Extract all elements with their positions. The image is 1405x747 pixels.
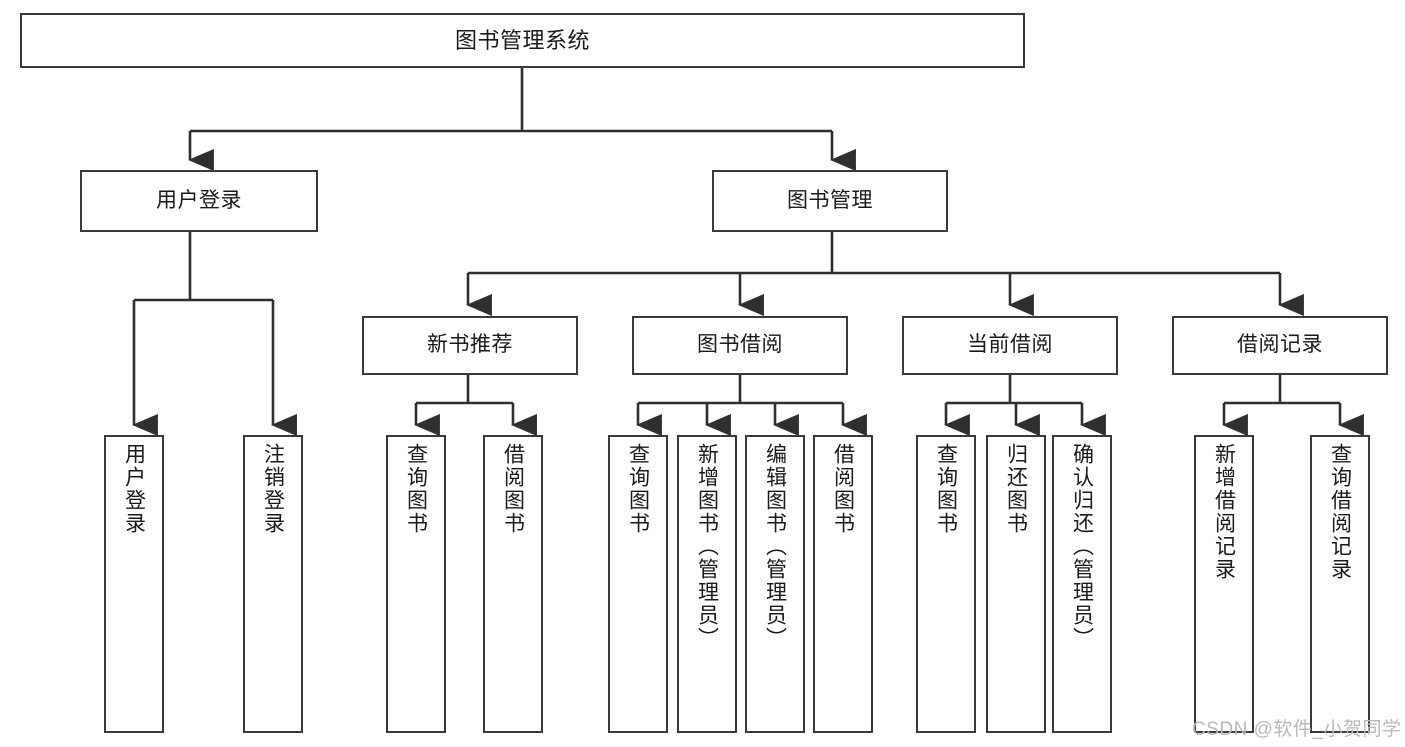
leaf-query-book-borrow[interactable]: 查询图书 (608, 435, 668, 733)
node-new-book-recommend[interactable]: 新书推荐 (362, 316, 578, 375)
node-label: 图书管理 (787, 188, 873, 212)
leaf-logout-login[interactable]: 注销登录 (243, 435, 303, 733)
leaf-return-book[interactable]: 归还图书 (986, 435, 1046, 733)
node-book-management[interactable]: 图书管理 (712, 170, 948, 232)
node-user-login[interactable]: 用户登录 (80, 170, 318, 232)
node-book-borrow[interactable]: 图书借阅 (632, 316, 848, 375)
leaf-borrow-book-recommend[interactable]: 借阅图书 (483, 435, 543, 733)
node-label: 借阅图书 (501, 443, 525, 535)
leaf-add-book-admin[interactable]: 新增图书（管理员） (677, 435, 737, 733)
leaf-query-book-current[interactable]: 查询图书 (916, 435, 976, 733)
node-label: 新增借阅记录 (1212, 443, 1236, 581)
leaf-confirm-return-admin[interactable]: 确认归还（管理员） (1052, 435, 1112, 733)
node-label: 借阅图书 (831, 443, 855, 535)
node-label: 查询图书 (626, 443, 650, 535)
watermark-text: CSDN @软件_小贺同学 (1192, 719, 1402, 740)
node-label: 确认归还（管理员） (1070, 443, 1094, 650)
node-root-system[interactable]: 图书管理系统 (20, 13, 1025, 68)
csdn-watermark: CSDN @软件_小贺同学 (1192, 714, 1401, 741)
node-label: 新增图书（管理员） (695, 443, 719, 650)
node-current-borrow[interactable]: 当前借阅 (902, 316, 1118, 375)
leaf-user-login[interactable]: 用户登录 (104, 435, 164, 733)
node-label: 编辑图书（管理员） (763, 443, 787, 650)
node-label: 查询图书 (934, 443, 958, 535)
node-label: 查询借阅记录 (1328, 443, 1352, 581)
leaf-add-borrow-record[interactable]: 新增借阅记录 (1194, 435, 1254, 733)
node-label: 借阅记录 (1237, 333, 1323, 357)
leaf-borrow-book[interactable]: 借阅图书 (813, 435, 873, 733)
node-label: 图书管理系统 (454, 27, 590, 53)
node-label: 图书借阅 (697, 333, 783, 357)
node-borrow-record[interactable]: 借阅记录 (1172, 316, 1388, 375)
node-label: 用户登录 (122, 443, 146, 535)
leaf-query-book-recommend[interactable]: 查询图书 (386, 435, 446, 733)
node-label: 当前借阅 (967, 333, 1053, 357)
node-label: 归还图书 (1004, 443, 1028, 535)
node-label: 查询图书 (404, 443, 428, 535)
node-label: 用户登录 (156, 188, 242, 212)
node-label: 注销登录 (261, 443, 285, 535)
node-label: 新书推荐 (427, 333, 513, 357)
leaf-edit-book-admin[interactable]: 编辑图书（管理员） (745, 435, 805, 733)
leaf-query-borrow-record[interactable]: 查询借阅记录 (1310, 435, 1370, 733)
